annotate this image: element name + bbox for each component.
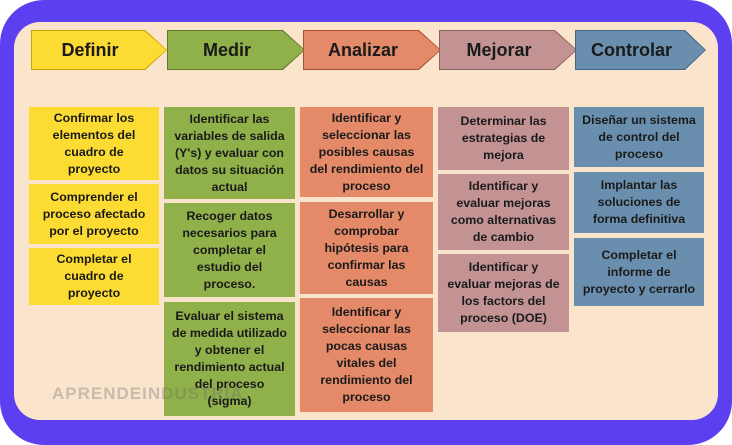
definir-step-3: Completar el cuadro de proyecto bbox=[29, 248, 159, 305]
mejorar-step-1: Determinar las estrategias de mejora bbox=[438, 107, 569, 170]
phase-definir-label: Definir bbox=[61, 39, 119, 60]
phase-definir: Definir bbox=[31, 30, 167, 70]
watermark-logo: APRENDEINDUSTRIA bbox=[52, 384, 244, 403]
phase-mejorar: Mejorar bbox=[439, 30, 577, 70]
phase-controlar-label: Controlar bbox=[591, 39, 672, 60]
controlar-step-1: Diseñar un sistema de control del proces… bbox=[574, 107, 704, 167]
phase-analizar-label: Analizar bbox=[327, 39, 399, 60]
analizar-step-1: Identificar y seleccionar las posibles c… bbox=[300, 107, 433, 197]
phase-medir: Medir bbox=[167, 30, 305, 70]
diagram-panel: Definir Medir Analizar Mejorar Controlar… bbox=[14, 22, 718, 420]
medir-step-2: Recoger datos necesarios para completar … bbox=[164, 203, 295, 297]
medir-step-3: Evaluar el sistema de medida utilizado y… bbox=[164, 302, 295, 416]
controlar-step-2: Implantar las soluciones de forma defini… bbox=[574, 172, 704, 233]
phase-analizar: Analizar bbox=[303, 30, 441, 70]
phase-medir-label: Medir bbox=[202, 39, 251, 60]
definir-step-2: Comprender el proceso afectado por el pr… bbox=[29, 184, 159, 244]
definir-step-1: Confirmar los elementos del cuadro de pr… bbox=[29, 107, 159, 180]
analizar-step-2: Desarrollar y comprobar hipótesis para c… bbox=[300, 202, 433, 294]
medir-step-1: Identificar las variables de salida (Y's… bbox=[164, 107, 295, 199]
phase-mejorar-label: Mejorar bbox=[466, 39, 532, 60]
mejorar-step-2: Identificar y evaluar mejoras como alter… bbox=[438, 174, 569, 250]
analizar-step-3: Identificar y seleccionar las pocas caus… bbox=[300, 298, 433, 412]
controlar-step-3: Completar el informe de proyecto y cerra… bbox=[574, 238, 704, 306]
phase-controlar: Controlar bbox=[575, 30, 706, 70]
mejorar-step-3: Identificar y evaluar mejoras de los fac… bbox=[438, 254, 569, 332]
